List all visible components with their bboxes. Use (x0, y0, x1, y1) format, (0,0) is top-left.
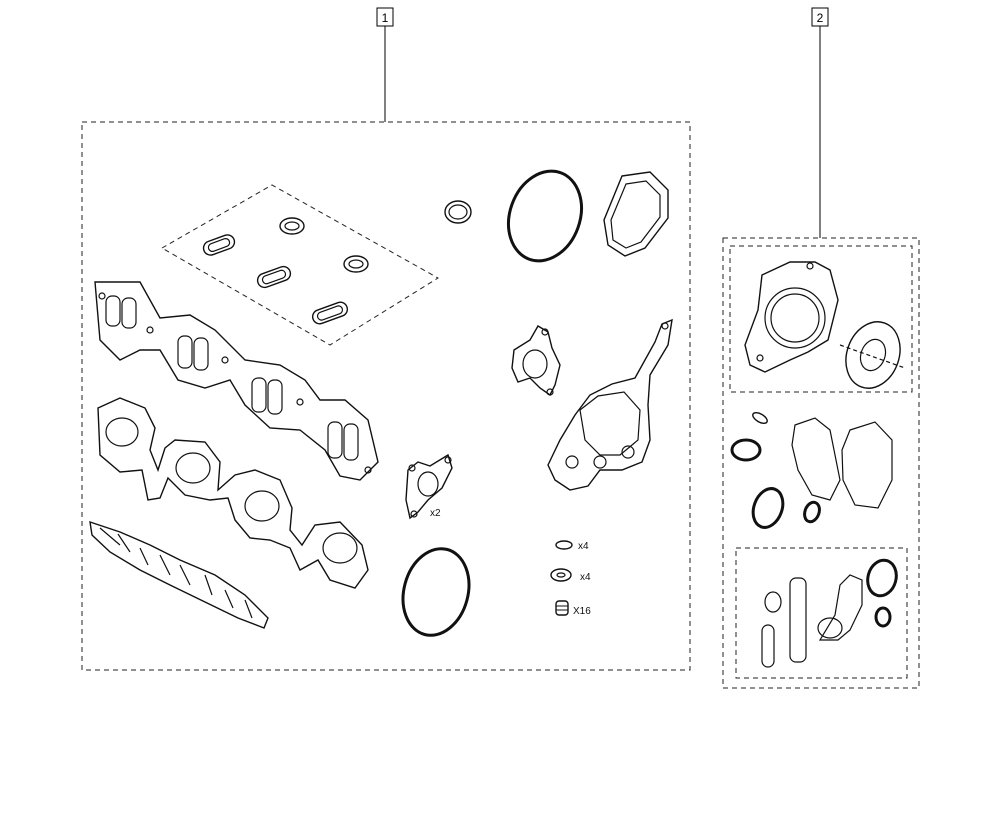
exhaust-port-gasket (97, 397, 369, 589)
valve-cover-gasket-strip (89, 520, 269, 629)
thermostat-gasket (603, 171, 669, 257)
bracket-gasket-qty: x2 (430, 508, 441, 519)
valve-seal-qty-group: X16 (555, 600, 591, 617)
small-oring-top (444, 200, 472, 224)
washer-qty-group: x4 (550, 568, 591, 583)
exhaust-manifold-gasket (94, 281, 379, 481)
kit-2-bottom-seals (761, 558, 898, 668)
water-pump-gasket (547, 318, 673, 491)
callout-2[interactable]: 2 (811, 7, 829, 238)
pump-gasket-small (511, 325, 561, 397)
kit-1-boundary (81, 121, 691, 671)
kit-2-boundary (722, 237, 920, 689)
large-oring-bottom (401, 547, 471, 637)
intake-port-gaskets (160, 184, 439, 346)
crankshaft-seal (839, 321, 906, 389)
washer-qty: x4 (580, 572, 591, 583)
crankshaft-seal-housing (744, 261, 839, 373)
bracket-gasket: x2 (405, 453, 453, 520)
small-oring-qty-group: x4 (555, 540, 589, 552)
callout-1[interactable]: 1 (376, 7, 394, 122)
large-oring-top (507, 169, 583, 263)
kit-2-orings (730, 412, 893, 529)
callout-1-label: 1 (382, 11, 389, 25)
small-oring-qty: x4 (578, 541, 589, 552)
valve-seal-qty: X16 (573, 606, 591, 617)
callout-2-label: 2 (817, 11, 824, 25)
